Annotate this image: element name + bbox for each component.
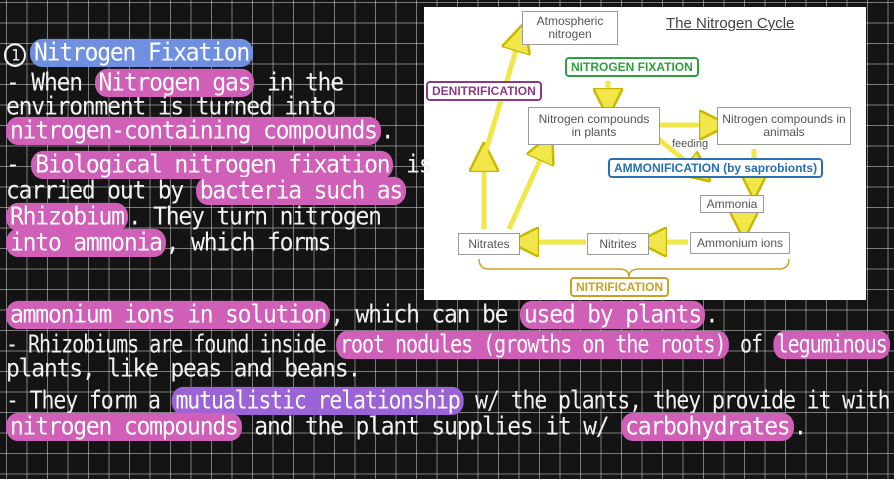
highlighted-text: bacteria such as (195, 176, 407, 205)
note-line: nitrogen-containing compounds. (6, 116, 395, 145)
diagram-title: The Nitrogen Cycle (666, 15, 795, 32)
nitrites-box: Nitrites (587, 233, 649, 255)
note-text: carried out by (6, 176, 196, 205)
note-line: - When Nitrogen gas in the (6, 68, 344, 97)
ammonification-label: AMMONIFICATION (by saprobionts) (608, 158, 824, 178)
highlighted-text: Nitrogen gas (94, 68, 255, 97)
note-text: - (6, 150, 32, 179)
note-line: carried out by bacteria such as (6, 176, 407, 205)
note-text: is (393, 150, 433, 179)
heading-number: 1 (4, 43, 26, 67)
nitrification-brace (478, 258, 790, 278)
heading-text: Nitrogen Fixation (30, 38, 254, 67)
note-text: plants, like peas and beans. (6, 354, 361, 383)
nitrogen-animals-box: Nitrogen compounds in animals (717, 107, 851, 145)
note-text: - When (6, 68, 95, 97)
nitrates-box: Nitrates (458, 233, 520, 255)
highlighted-text: root nodules (growths on the roots) (336, 330, 729, 359)
note-text: . (793, 412, 808, 441)
denitrification-label: DENITRIFICATION (426, 81, 542, 101)
highlighted-text: carbohydrates (621, 412, 794, 441)
arrow-nitrates-to-plants (506, 147, 546, 231)
highlighted-text: used by plants (519, 300, 705, 329)
note-text: - Rhizobiums are found inside (6, 330, 337, 359)
note-line: - Biological nitrogen fixation is (6, 150, 433, 179)
note-text: , which can be (330, 300, 520, 329)
note-line: plants, like peas and beans. (6, 354, 361, 383)
nitrogen-fixation-label: NITROGEN FIXATION (565, 57, 699, 77)
highlighted-text: nitrogen compounds (6, 412, 242, 441)
note-text: , which forms (165, 228, 332, 257)
note-text: of (728, 330, 774, 359)
note-text: . (380, 116, 395, 145)
ammonia-box: Ammonia (700, 195, 764, 213)
feeding-label: feeding (672, 138, 709, 150)
ammonium-ions-box: Ammonium ions (690, 232, 790, 254)
note-text: in the (254, 68, 344, 97)
note-line: ammonium ions in solution, which can be … (6, 300, 719, 329)
note-line: Rhizobium. They turn nitrogen (6, 202, 382, 231)
note-text: - They form a (6, 386, 172, 415)
highlighted-text: ammonium ions in solution (6, 300, 331, 329)
highlighted-text: Rhizobium (6, 202, 128, 231)
highlighted-text: nitrogen-containing compounds (6, 116, 381, 145)
note-text: and the plant supplies it w/ (241, 412, 622, 441)
note-text: . (704, 300, 719, 329)
nitrogen-plants-box: Nitrogen compounds in plants (528, 107, 660, 145)
note-line: - Rhizobiums are found inside root nodul… (6, 330, 891, 359)
highlighted-text: leguminous (773, 330, 891, 359)
note-text: environment is turned into (6, 92, 336, 121)
highlighted-text: Biological nitrogen fixation (31, 150, 394, 179)
highlighted-text: into ammonia (6, 228, 166, 257)
note-text: . They turn nitrogen (127, 202, 382, 231)
note-line: nitrogen compounds and the plant supplie… (6, 412, 808, 441)
diagram-arrows (424, 7, 790, 278)
nitrogen-cycle-diagram: The Nitrogen Cycle Atmospheric nitrogen … (424, 7, 866, 300)
highlighted-text: mutualistic relationship (171, 386, 464, 415)
atmospheric-nitrogen-box: Atmospheric nitrogen (522, 11, 618, 45)
note-line: environment is turned into (6, 92, 336, 121)
note-line: - They form a mutualistic relationship w… (6, 386, 891, 415)
nitrification-label: NITRIFICATION (570, 277, 670, 297)
note-text: w/ the plants, they provide it with (463, 386, 890, 415)
note-line: into ammonia, which forms (6, 228, 332, 257)
